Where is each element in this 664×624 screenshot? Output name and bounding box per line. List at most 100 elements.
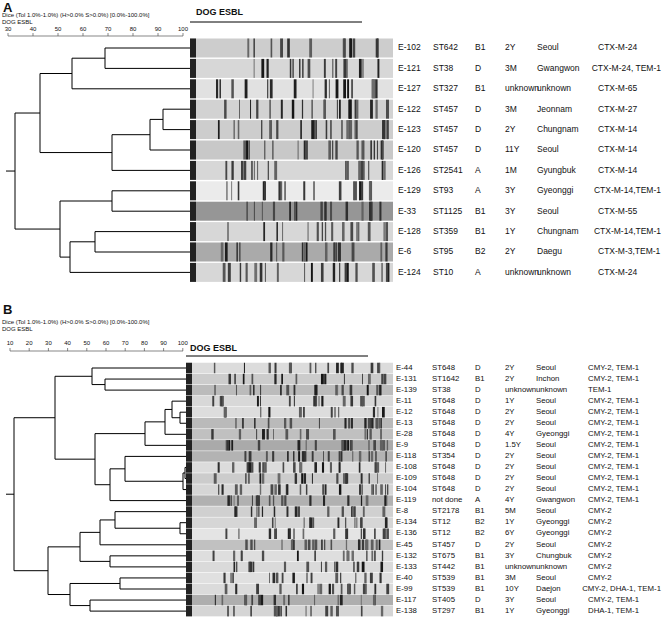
sequence-type: ST648 bbox=[432, 485, 455, 494]
dna-band bbox=[371, 141, 372, 160]
dna-band bbox=[227, 606, 228, 617]
region: Chungnam bbox=[537, 125, 579, 134]
phylogroup: B1 bbox=[475, 552, 485, 561]
dna-band bbox=[351, 79, 353, 98]
well bbox=[186, 529, 192, 540]
dna-band bbox=[269, 120, 272, 139]
phylogroup: D bbox=[475, 125, 481, 134]
dna-band bbox=[369, 181, 370, 200]
dna-band bbox=[216, 79, 218, 98]
dna-band bbox=[359, 181, 362, 200]
well bbox=[186, 517, 192, 528]
dna-band bbox=[251, 606, 252, 617]
dna-band bbox=[383, 529, 386, 540]
dna-band bbox=[381, 606, 383, 617]
gel-lane bbox=[190, 181, 393, 200]
dna-band bbox=[280, 385, 282, 396]
age: unknown bbox=[505, 268, 539, 277]
dna-band bbox=[360, 517, 362, 528]
dna-band bbox=[234, 120, 235, 139]
dna-band bbox=[369, 202, 372, 221]
dna-band bbox=[239, 243, 240, 262]
dna-band bbox=[363, 506, 365, 517]
region: Seoul bbox=[536, 596, 556, 605]
gel-lane bbox=[186, 540, 393, 551]
gel-images bbox=[186, 39, 393, 617]
dna-band bbox=[260, 263, 263, 282]
dna-band bbox=[231, 161, 233, 180]
dna-band bbox=[312, 451, 314, 462]
phylogroup: D bbox=[475, 441, 481, 450]
dna-band bbox=[259, 473, 261, 484]
region: Seoul bbox=[536, 474, 556, 483]
dna-band bbox=[341, 451, 343, 462]
dna-band bbox=[290, 529, 291, 540]
dna-band bbox=[349, 120, 352, 139]
lane-ground bbox=[186, 551, 393, 562]
lane-ground bbox=[186, 562, 393, 573]
age: 2Y bbox=[505, 474, 515, 483]
dna-band bbox=[228, 374, 230, 385]
isolate-id: E-9 bbox=[396, 441, 408, 450]
scale-tick bbox=[108, 33, 109, 36]
sequence-type: ST457 bbox=[433, 145, 458, 154]
dna-band bbox=[214, 473, 217, 484]
isolate-id: E-127 bbox=[398, 84, 421, 93]
gel-lane bbox=[186, 440, 393, 451]
dna-band bbox=[269, 495, 271, 506]
gel-lane bbox=[186, 396, 393, 407]
dna-band bbox=[375, 79, 377, 98]
dna-band bbox=[220, 79, 221, 98]
dendrogram-branch bbox=[115, 512, 186, 529]
dna-band bbox=[304, 473, 306, 484]
dna-band bbox=[359, 462, 361, 473]
dna-band bbox=[344, 440, 347, 451]
region: Chungnam bbox=[537, 227, 579, 236]
dna-band bbox=[367, 429, 368, 440]
dna-band bbox=[241, 551, 243, 562]
dna-band bbox=[335, 141, 337, 160]
phylogroup: B1 bbox=[475, 84, 485, 93]
lane-ground bbox=[186, 440, 393, 451]
scale-axis-a bbox=[8, 36, 183, 37]
dna-band bbox=[304, 540, 306, 551]
phylogroup: D bbox=[475, 463, 481, 472]
dna-band bbox=[288, 529, 290, 540]
isolate-id: E-128 bbox=[398, 227, 421, 236]
sequence-type: ST648 bbox=[432, 474, 455, 483]
phylogroup: D bbox=[475, 452, 481, 461]
dna-band bbox=[309, 495, 311, 506]
dna-band bbox=[339, 100, 341, 119]
dna-band bbox=[321, 540, 322, 551]
dendrogram-branch bbox=[15, 113, 60, 229]
resistance-genes: CTX-M-24, TEM-1 bbox=[592, 64, 661, 73]
dna-band bbox=[213, 551, 215, 562]
dna-band bbox=[368, 418, 371, 429]
dna-band bbox=[314, 540, 317, 551]
dna-band bbox=[342, 506, 344, 517]
dna-band bbox=[253, 385, 255, 396]
dna-band bbox=[369, 473, 370, 484]
dendrogram-branch bbox=[112, 135, 190, 171]
dendrogram-branch bbox=[70, 242, 190, 273]
sequence-type: ST539 bbox=[432, 574, 455, 583]
dna-band bbox=[376, 385, 378, 396]
dna-band bbox=[221, 396, 223, 407]
phylogroup: D bbox=[475, 64, 481, 73]
dna-band bbox=[347, 440, 349, 451]
dna-band bbox=[385, 484, 386, 495]
well bbox=[190, 120, 196, 139]
gel-lane bbox=[186, 551, 393, 562]
dna-band bbox=[385, 243, 387, 262]
dna-band bbox=[379, 385, 381, 396]
sequence-type: ST1642 bbox=[432, 375, 459, 384]
dna-band bbox=[322, 462, 324, 473]
region: unknown bbox=[536, 386, 567, 395]
dna-band bbox=[339, 451, 341, 462]
isolate-id: E-121 bbox=[398, 64, 421, 73]
phylogroup: D bbox=[475, 105, 481, 114]
resistance-genes: CMY-2, TEM-1 bbox=[588, 364, 639, 373]
dna-band bbox=[240, 263, 241, 282]
dna-band bbox=[254, 161, 255, 180]
dna-band bbox=[339, 462, 341, 473]
